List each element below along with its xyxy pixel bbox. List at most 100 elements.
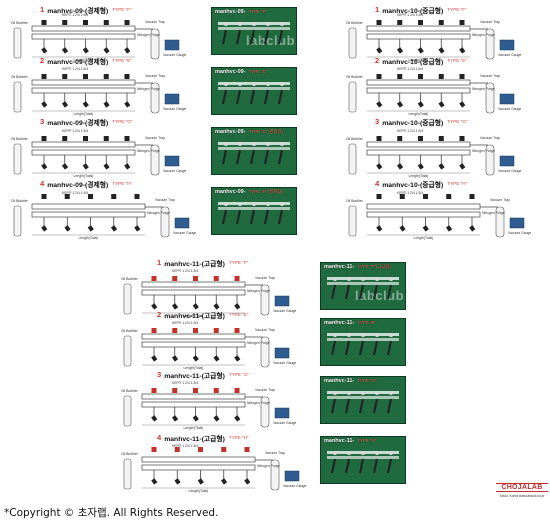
stopcock-knob (221, 447, 227, 452)
photo-type: TYPE "G" (357, 378, 377, 383)
vacuum-trap-flask (260, 396, 270, 428)
valve-spec-label: KEP® 1.2/4 1.5/4 (397, 13, 423, 17)
section-header: 4 manhvc-09-(경제형) TYPE "H" (40, 178, 132, 189)
oil-bubbler-flask (348, 81, 357, 113)
nitrogen-purge-label: Nitrogen Purge (247, 341, 270, 345)
stopcock-handle (345, 340, 350, 356)
stopcock-knob (151, 328, 157, 333)
photo-model: manhvc-09- (215, 189, 246, 195)
section-type: TYPE "G" (447, 119, 468, 124)
port-hose-fitting (171, 415, 179, 422)
photo-11-3: manhvc-11-TYPE "G" (320, 376, 406, 424)
section-name: manhvc-09-(경제형) (47, 181, 109, 189)
photo-type: TYPE "H"(경제형) (248, 189, 283, 194)
section-number: 4 (40, 179, 45, 188)
vacuum-gauge-label: Vacuum Gauge (498, 107, 521, 111)
glass-manifold (218, 27, 290, 30)
section-type: TYPE "H" (228, 435, 249, 440)
port-hose-fitting (417, 101, 424, 108)
stopcock-knob (423, 194, 428, 199)
port-hose-fitting (417, 47, 424, 54)
stopcock-knob (397, 74, 403, 79)
stopcock-handle (387, 458, 392, 474)
section-name: manhvc-10-(중급형) (382, 7, 444, 15)
oil-bubbler-label: Oil Bubbler (346, 199, 364, 203)
stopcock-knob (151, 388, 157, 393)
port-hose-fitting (82, 101, 89, 108)
stopcock-barrel (238, 82, 242, 86)
stopcock-barrel (347, 451, 351, 455)
stopcock-handle (387, 284, 392, 300)
stopcock-barrel (333, 277, 337, 281)
manifold-tube (31, 203, 146, 210)
port-hose-fitting (244, 478, 251, 485)
stopcock-barrel (361, 391, 365, 395)
glass-manifold (327, 396, 399, 399)
section-name: manhvc-11-(고급형) (164, 372, 225, 380)
oil-bubbler-label: Oil Bubbler (11, 137, 29, 141)
oil-bubbler-label: Oil Bubbler (346, 21, 364, 25)
stopcock-barrel (238, 142, 242, 146)
stopcock-handle (250, 29, 255, 45)
port-hose-fitting (82, 163, 89, 170)
stopcock-barrel (389, 333, 393, 337)
oil-bubbler-label: Oil Bubbler (346, 137, 364, 141)
section-name: manhvc-09-(경제형) (47, 7, 109, 15)
section-header: 1 manhvc-09-(경제형) TYPE "F" (40, 4, 132, 15)
manifold-tube (366, 149, 471, 156)
section-name: manhvc-10-(중급형) (382, 181, 444, 189)
vacuum-gauge-label: Vacuum Gauge (283, 484, 306, 488)
vacuum-gauge-label: Vacuum Gauge (173, 231, 196, 235)
length-label: Length(Total) (189, 489, 209, 493)
nitrogen-purge-label: Nitrogen Purge (137, 33, 160, 37)
stopcock-handle (359, 284, 364, 300)
stopcock-knob (438, 136, 444, 141)
section-09-4: 4 manhvc-09-(경제형) TYPE "H" (40, 178, 200, 240)
glass-manifold (327, 456, 399, 459)
stopcock-handle (250, 209, 255, 225)
stopcock-knob (88, 194, 93, 199)
section-10-2: 2 manhvc-10-(중급형) TYPE "E" (375, 55, 535, 117)
section-header: 1 manhvc-10-(중급형) TYPE "F" (375, 4, 467, 15)
section-header: 4 manhvc-10-(중급형) TYPE "H" (375, 178, 467, 189)
stopcock-knob (111, 194, 117, 199)
photo-model: manhvc-09- (215, 9, 246, 15)
photo-label: manhvc-09-TYPE "F" (215, 9, 267, 15)
stopcock-knob (151, 447, 157, 452)
port-hose-fitting (192, 355, 199, 362)
stopcock-barrel (224, 142, 228, 146)
watermark: labclub.co.kr (246, 33, 296, 48)
oil-bubbler-flask (348, 143, 357, 175)
port-hose-fitting (459, 101, 466, 108)
stopcock-knob (193, 276, 198, 281)
section-type: TYPE "H" (112, 181, 133, 186)
stopcock-barrel (280, 142, 284, 146)
stopcock-knob (193, 388, 198, 393)
stopcock-knob (41, 194, 47, 199)
port-hose-fitting (124, 163, 131, 170)
stopcock-handle (278, 149, 283, 165)
section-name: manhvc-11-(고급형) (164, 260, 225, 268)
vacuum-gauge-icon (274, 295, 290, 307)
port-hose-fitting (376, 163, 383, 170)
vacuum-gauge-icon (164, 155, 180, 167)
stopcock-knob (446, 194, 452, 199)
photo-09-4: manhvc-09-TYPE "H"(경제형) (211, 187, 297, 235)
port-hose-fitting (469, 225, 476, 232)
vacuum-trap-flask (485, 28, 495, 60)
copyright-footer: *Copyright © 초자랩. All Rights Reserved. (4, 507, 219, 519)
manifold-tube (141, 464, 256, 471)
stopcock-barrel (389, 451, 393, 455)
stopcock-barrel (224, 202, 228, 206)
section-type: TYPE "G" (112, 119, 133, 124)
stopcock-knob (172, 388, 178, 393)
port-hose-fitting (438, 47, 445, 54)
stopcock-knob (418, 20, 423, 25)
photo-type: TYPE "E" (248, 69, 268, 74)
stopcock-handle (345, 284, 350, 300)
stopcock-handle (264, 209, 269, 225)
